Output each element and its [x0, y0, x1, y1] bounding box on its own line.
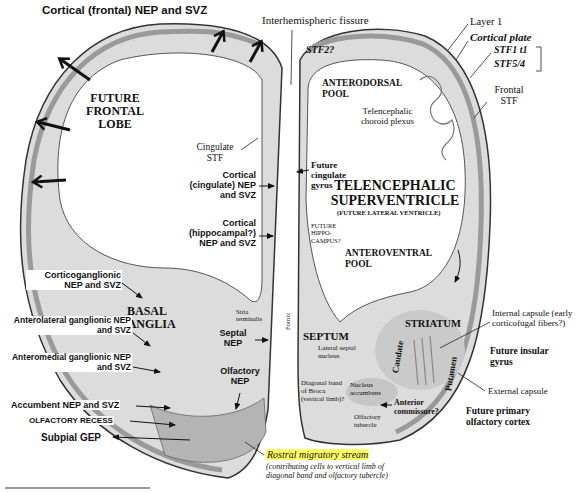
arrow: [133, 367, 160, 372]
structure-label: Cortical plate: [470, 31, 531, 43]
structure-label: Nucleus accumbens: [350, 382, 394, 398]
structure-label: Cortical (cingulate) NEP and SVZ: [188, 170, 256, 200]
arrow: [122, 283, 142, 298]
structure-label: Septal NEP: [213, 328, 253, 348]
right-ventricle: [306, 60, 465, 322]
structure-label: Telencephalic choroid plexus: [350, 106, 425, 126]
leader-line: [291, 30, 292, 85]
structure-label: Anterior commissure?: [394, 398, 450, 416]
leader-line: [474, 102, 487, 118]
arrow: [236, 393, 240, 409]
structure-label: STRIATUM: [405, 318, 461, 330]
structure-label: STF1 t1: [494, 44, 528, 55]
structure-label: OLFACTORY RECESS: [28, 416, 114, 425]
arrow: [455, 250, 460, 282]
structure-label: ANTEROVENTRAL POOL: [345, 248, 440, 269]
structure-label: ANTERODORSAL POOL: [322, 78, 410, 99]
structure-label: (contributing cells to vertical limb of …: [266, 462, 396, 481]
choroid-plexus: [420, 76, 454, 160]
arrow: [130, 421, 175, 425]
structure-label: Diagonal band of Broca (vertical limb)?: [301, 380, 347, 403]
structure-label: Olfactory NEP: [216, 366, 264, 386]
left-ventricle: [58, 53, 262, 302]
big-arrow: [250, 42, 261, 62]
internal-capsule-fibers: [414, 336, 434, 385]
structure-label: Subpial GEP: [40, 432, 102, 443]
structure-label: Interhemispheric fissure: [262, 14, 369, 26]
structure-label: External capsule: [488, 386, 548, 396]
big-arrow: [38, 122, 70, 130]
structure-label: Fornix: [284, 313, 291, 330]
structure-label: Anteromedial ganglionic NEP and SVZ: [6, 353, 132, 372]
structure-label: Rostral migratory stream: [266, 449, 369, 460]
big-arrow: [212, 32, 223, 52]
structure-label: Lateral septal nucleus: [318, 345, 360, 361]
migration-arrows: [34, 32, 261, 182]
structure-label: STF5/4: [494, 58, 525, 69]
arrow: [136, 406, 170, 408]
right-hemisphere: [298, 29, 491, 444]
arrow: [381, 405, 392, 406]
structure-label: Cortical (frontal) NEP and SVZ: [42, 4, 207, 17]
structure-label: Cortical (hippocampal?) NEP and SVZ: [180, 218, 256, 248]
arrow: [297, 170, 309, 172]
big-arrow: [60, 59, 90, 80]
arrow: [259, 236, 273, 237]
structure-label: Corticoganglionic NEP and SVZ: [26, 270, 122, 290]
structure-label: Caudate: [390, 340, 406, 374]
structure-label: Future primary olfactory cortex: [466, 406, 566, 427]
arrow: [133, 333, 150, 346]
structure-label: FUTURE FRONTAL LOBE: [80, 92, 150, 131]
leader-line: [458, 373, 485, 391]
big-arrow: [34, 180, 66, 182]
leader-line: [456, 41, 468, 60]
arrow: [113, 437, 190, 440]
structure-label: Stria terminalis: [236, 308, 268, 323]
structure-label: TELENCEPHALIC SUPERVENTRICLE: [325, 178, 465, 208]
frame-line: [5, 488, 150, 489]
accumbens-region: [346, 378, 398, 406]
structure-label: SEPTUM: [303, 330, 349, 342]
leader-line: [241, 138, 258, 150]
structure-label: Cingulate STF: [190, 142, 240, 163]
structure-label: Olfactory tubercle: [354, 414, 394, 430]
arrow: [259, 186, 274, 187]
structure-label: Internal capsule (early corticofugal fib…: [492, 308, 576, 328]
structure-label: Future insular gyrus: [490, 346, 570, 367]
structure-label: Accumbent NEP and SVZ: [10, 400, 120, 410]
structure-label: Anterolateral ganglionic NEP and SVZ: [6, 316, 132, 335]
structure-label: Layer 1: [470, 16, 502, 28]
structure-label: FUTURE HIPPO- CAMPUS?: [311, 222, 347, 244]
arrow: [255, 340, 268, 341]
bracket: [536, 47, 541, 71]
structure-label: Putamen: [443, 356, 459, 392]
leader-line: [470, 53, 491, 78]
leader-line: [245, 442, 264, 455]
structure-label: (FUTURE LATERAL VENTRICLE): [337, 209, 440, 216]
structure-label: STF2?: [306, 44, 334, 55]
structure-label: Frontal STF: [488, 84, 530, 106]
